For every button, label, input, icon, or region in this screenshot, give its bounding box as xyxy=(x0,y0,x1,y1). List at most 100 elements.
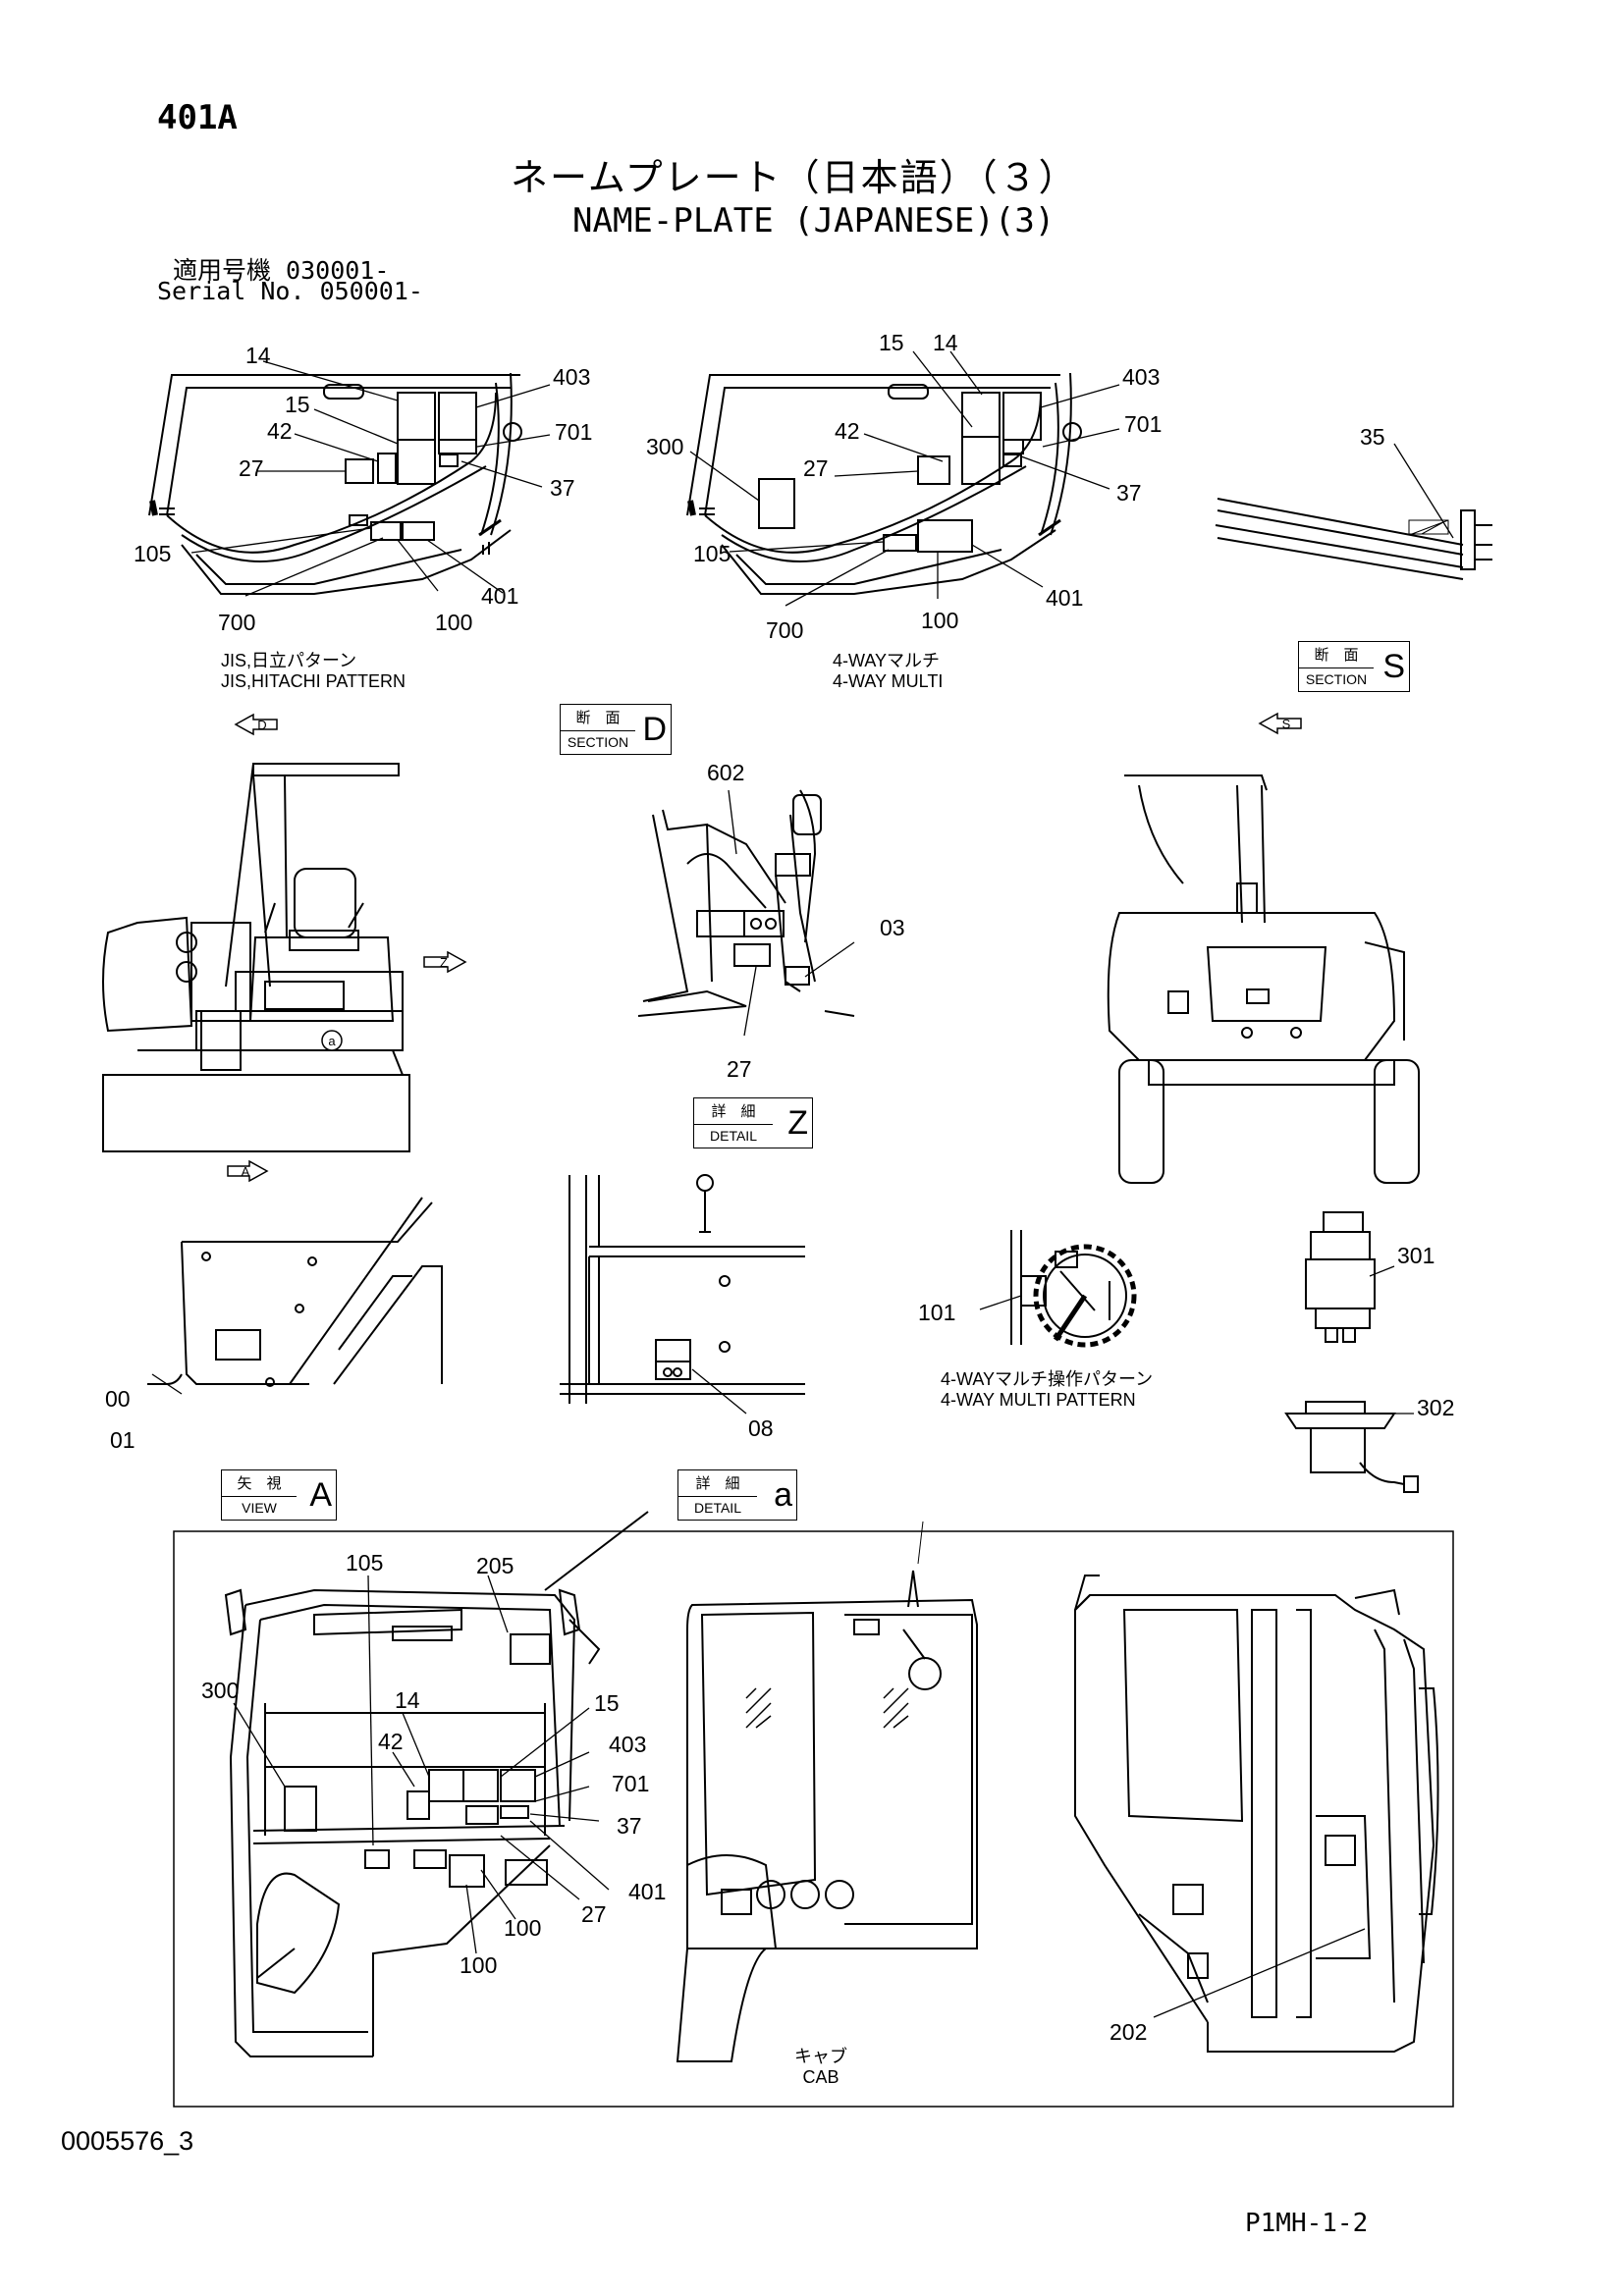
detail-a-box: 詳 細 DETAIL a xyxy=(677,1469,797,1521)
callout-part-301: 301 xyxy=(1397,1243,1435,1268)
section-d-bottom: SECTION xyxy=(567,734,629,750)
callout-cab-403: 403 xyxy=(609,1732,646,1757)
caption-multi: 4-WAYマルチ 4-WAY MULTI xyxy=(833,651,943,692)
callout-jis-401: 401 xyxy=(481,583,518,609)
view-arrow-d: D xyxy=(257,718,266,732)
title-english: NAME-PLATE (JAPANESE)(3) xyxy=(572,201,1056,240)
callout-cab-300: 300 xyxy=(201,1678,239,1703)
callout-part-302: 302 xyxy=(1417,1395,1454,1420)
callout-multi-27: 27 xyxy=(803,455,829,481)
callout-cab-105: 105 xyxy=(346,1550,383,1575)
view-arrow-z: Z xyxy=(440,955,448,970)
callout-cab-202: 202 xyxy=(1110,2019,1147,2045)
callout-jis-700: 700 xyxy=(218,610,255,635)
caption-cab-en: CAB xyxy=(802,2067,839,2087)
section-s-box: 断 面 SECTION S xyxy=(1298,641,1410,692)
cab-inside-drawing xyxy=(224,1511,649,2057)
callout-view-a-01: 01 xyxy=(110,1427,135,1453)
multi-pattern-drawing xyxy=(979,1230,1137,1348)
section-d-top: 断 面 xyxy=(561,705,635,731)
callout-section-s-35: 35 xyxy=(1360,424,1385,450)
view-arrow-s: S xyxy=(1282,717,1291,731)
callout-jis-14: 14 xyxy=(245,343,271,368)
caption-jis-jp: JIS,日立パターン xyxy=(221,651,357,670)
view-a-bottom: VIEW xyxy=(242,1500,277,1516)
callout-z-602: 602 xyxy=(707,760,744,785)
section-s-drawing xyxy=(1215,443,1492,580)
callout-multi-15: 15 xyxy=(879,330,904,355)
detail-z-letter: Z xyxy=(787,1104,808,1142)
callout-pattern-101: 101 xyxy=(918,1300,955,1325)
callout-jis-27: 27 xyxy=(239,455,264,481)
section-d-letter: D xyxy=(642,711,667,748)
detail-a-letter: a xyxy=(774,1476,792,1514)
caption-multi-pattern: 4-WAYマルチ操作パターン 4-WAY MULTI PATTERN xyxy=(941,1369,1153,1411)
callout-jis-403: 403 xyxy=(553,364,590,390)
footer-right-code: P1MH-1-2 xyxy=(1245,2209,1369,2238)
caption-cab: キャブ CAB xyxy=(791,2047,850,2088)
detail-z-box: 詳 細 DETAIL Z xyxy=(693,1097,813,1148)
detail-a-drawing xyxy=(560,1174,805,1415)
callout-multi-14: 14 xyxy=(933,330,958,355)
callout-jis-100: 100 xyxy=(435,610,472,635)
part-301-drawing xyxy=(1305,1211,1395,1343)
callout-multi-403: 403 xyxy=(1122,364,1160,390)
detail-z-top: 詳 細 xyxy=(694,1098,773,1125)
callout-labels: 14 403 15 701 42 27 37 105 700 100 401 1… xyxy=(105,330,1454,2045)
caption-multi-pattern-en: 4-WAY MULTI PATTERN xyxy=(941,1390,1136,1410)
callout-z-03: 03 xyxy=(880,915,905,940)
callout-jis-42: 42 xyxy=(267,418,293,444)
caption-multi-jp: 4-WAYマルチ xyxy=(833,651,941,670)
callout-z-27: 27 xyxy=(727,1056,752,1082)
section-s-letter: S xyxy=(1382,648,1405,685)
callout-multi-701: 701 xyxy=(1124,411,1162,437)
excavator-rear-drawing xyxy=(1107,774,1420,1184)
detail-a-bottom: DETAIL xyxy=(694,1500,741,1516)
callout-multi-37: 37 xyxy=(1116,480,1142,506)
title-japanese: ネームプレート（日本語）（３） xyxy=(511,156,1078,199)
callout-jis-701: 701 xyxy=(555,419,592,445)
caption-multi-pattern-jp: 4-WAYマルチ操作パターン xyxy=(941,1369,1154,1389)
callout-multi-401: 401 xyxy=(1046,585,1083,611)
callout-cab-42: 42 xyxy=(378,1729,404,1754)
callout-multi-700: 700 xyxy=(766,617,803,643)
callout-multi-300: 300 xyxy=(646,434,683,459)
callout-multi-105: 105 xyxy=(693,541,731,566)
callout-detail-a-08: 08 xyxy=(748,1415,774,1441)
detail-a-top: 詳 細 xyxy=(678,1470,757,1497)
view-arrow-a: A xyxy=(242,1164,250,1179)
callout-cab-14: 14 xyxy=(395,1687,420,1713)
callout-jis-105: 105 xyxy=(134,541,171,566)
callout-cab-401: 401 xyxy=(628,1879,666,1904)
callout-view-a-00: 00 xyxy=(105,1386,131,1412)
callout-multi-100: 100 xyxy=(921,608,958,633)
cab-side-drawing xyxy=(676,1521,978,2062)
callout-multi-42: 42 xyxy=(835,418,860,444)
callout-cab-15: 15 xyxy=(594,1690,620,1716)
view-arrow-shapes xyxy=(227,712,1302,1183)
callout-cab-205: 205 xyxy=(476,1553,514,1578)
callout-cab-100-a: 100 xyxy=(504,1915,541,1941)
view-a-box: 矢 視 VIEW A xyxy=(221,1469,337,1521)
applicability-label: 適用号機 030001- xyxy=(173,256,390,285)
section-s-bottom: SECTION xyxy=(1305,671,1368,687)
view-a-top: 矢 視 xyxy=(222,1470,297,1497)
part-302-drawing xyxy=(1284,1401,1419,1493)
callout-jis-15: 15 xyxy=(285,392,310,417)
detail-z-drawing xyxy=(637,789,855,1037)
caption-jis-en: JIS,HITACHI PATTERN xyxy=(221,671,406,691)
callout-cab-27: 27 xyxy=(581,1901,607,1927)
detail-z-bottom: DETAIL xyxy=(710,1128,757,1144)
cab-outside-drawing xyxy=(1074,1575,1439,2053)
section-s-top: 断 面 xyxy=(1299,642,1374,668)
excavator-side-drawing xyxy=(102,763,410,1152)
serial-number-label: Serial No. 050001- xyxy=(157,277,423,305)
view-arrow-a-small: a xyxy=(328,1034,336,1048)
jis-console-drawing xyxy=(148,372,522,595)
caption-cab-jp: キャブ xyxy=(794,2047,847,2066)
view-a-letter: A xyxy=(309,1476,332,1514)
caption-multi-en: 4-WAY MULTI xyxy=(833,671,944,691)
footer-left-code: 0005576_3 xyxy=(61,2126,194,2156)
callout-cab-701: 701 xyxy=(612,1771,649,1796)
